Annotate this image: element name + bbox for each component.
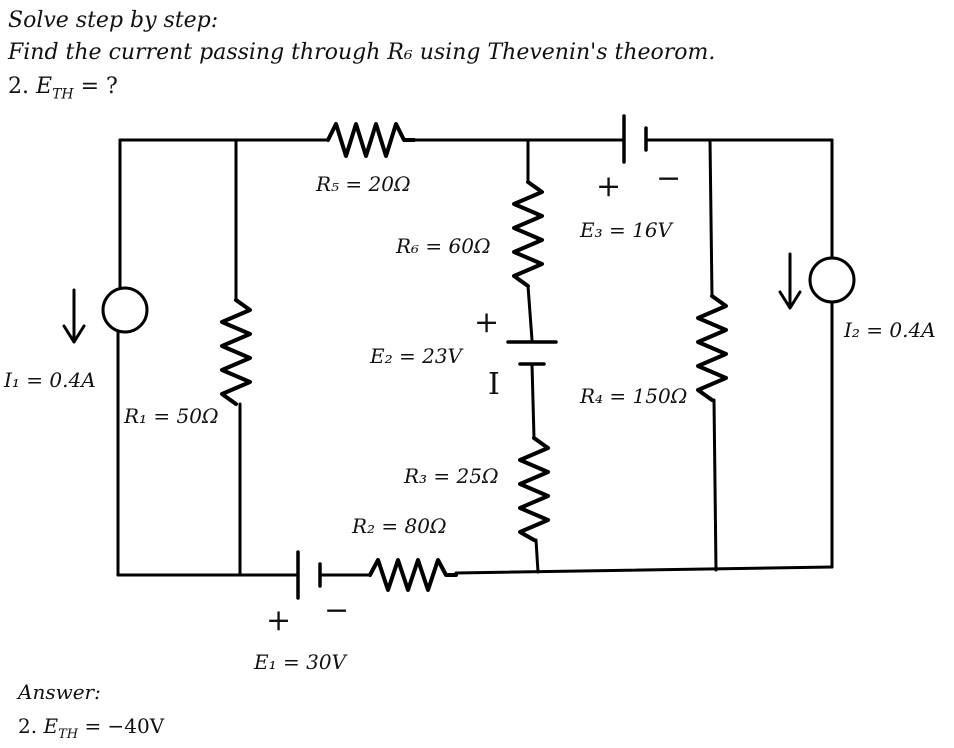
- resistor-r2: [368, 558, 458, 592]
- e3-minus-sign: −: [656, 161, 682, 196]
- question-subscript: TH: [52, 86, 74, 103]
- r4-wire-top: [708, 138, 714, 298]
- resistor-r5: [326, 122, 416, 158]
- label-r6: R₆ = 60Ω: [396, 234, 491, 258]
- answer-title: Answer:: [18, 680, 101, 704]
- current-source-i1: [101, 286, 149, 334]
- answer-number: 2.: [18, 714, 38, 738]
- label-r1: R₁ = 50Ω: [124, 404, 219, 428]
- label-i2: I₂ = 0.4A: [844, 318, 936, 342]
- question-rest: = ?: [80, 74, 118, 99]
- question-quantity: E: [36, 74, 53, 99]
- resistor-r1: [220, 298, 252, 406]
- resistor-r3: [518, 436, 550, 542]
- label-e2: E₂ = 23V: [370, 344, 462, 368]
- current-source-i2: [808, 256, 856, 304]
- r4-wire-bottom: [712, 398, 718, 572]
- label-r5: R₅ = 20Ω: [316, 172, 411, 196]
- answer-value: = −40V: [84, 714, 165, 738]
- answer-quantity: E: [43, 714, 59, 738]
- label-r4: R₄ = 150Ω: [580, 384, 688, 408]
- e1-minus-sign: −: [324, 593, 350, 628]
- mid-wire-e2-r3: [530, 362, 536, 440]
- resistor-r4: [696, 294, 728, 402]
- e2-minus-sign: I: [488, 367, 500, 402]
- label-e1: E₁ = 30V: [254, 650, 346, 674]
- e3-plus-sign: +: [596, 169, 622, 204]
- answer-line: 2. ETH = −40V: [18, 714, 164, 742]
- question-line: 2. ETH = ?: [8, 74, 118, 102]
- mid-wire-r6-e2: [526, 284, 534, 342]
- label-r3: R₃ = 25Ω: [404, 464, 499, 488]
- resistor-r6: [512, 180, 544, 288]
- e2-plus-sign: +: [474, 305, 500, 340]
- problem-instruction: Solve step by step:: [8, 8, 219, 33]
- answer-subscript: TH: [58, 727, 79, 742]
- label-i1: I₁ = 0.4A: [4, 368, 96, 392]
- question-number: 2.: [8, 74, 29, 99]
- problem-statement: Find the current passing through R₆ usin…: [8, 40, 716, 65]
- i2-arrow-icon: [778, 252, 802, 310]
- bottom-wire-right: [454, 565, 834, 575]
- label-r2: R₂ = 80Ω: [352, 514, 447, 538]
- label-e3: E₃ = 16V: [580, 218, 672, 242]
- i1-arrow-icon: [62, 288, 86, 344]
- e1-plus-sign: +: [266, 603, 292, 638]
- mid-wire-bottom: [534, 538, 540, 574]
